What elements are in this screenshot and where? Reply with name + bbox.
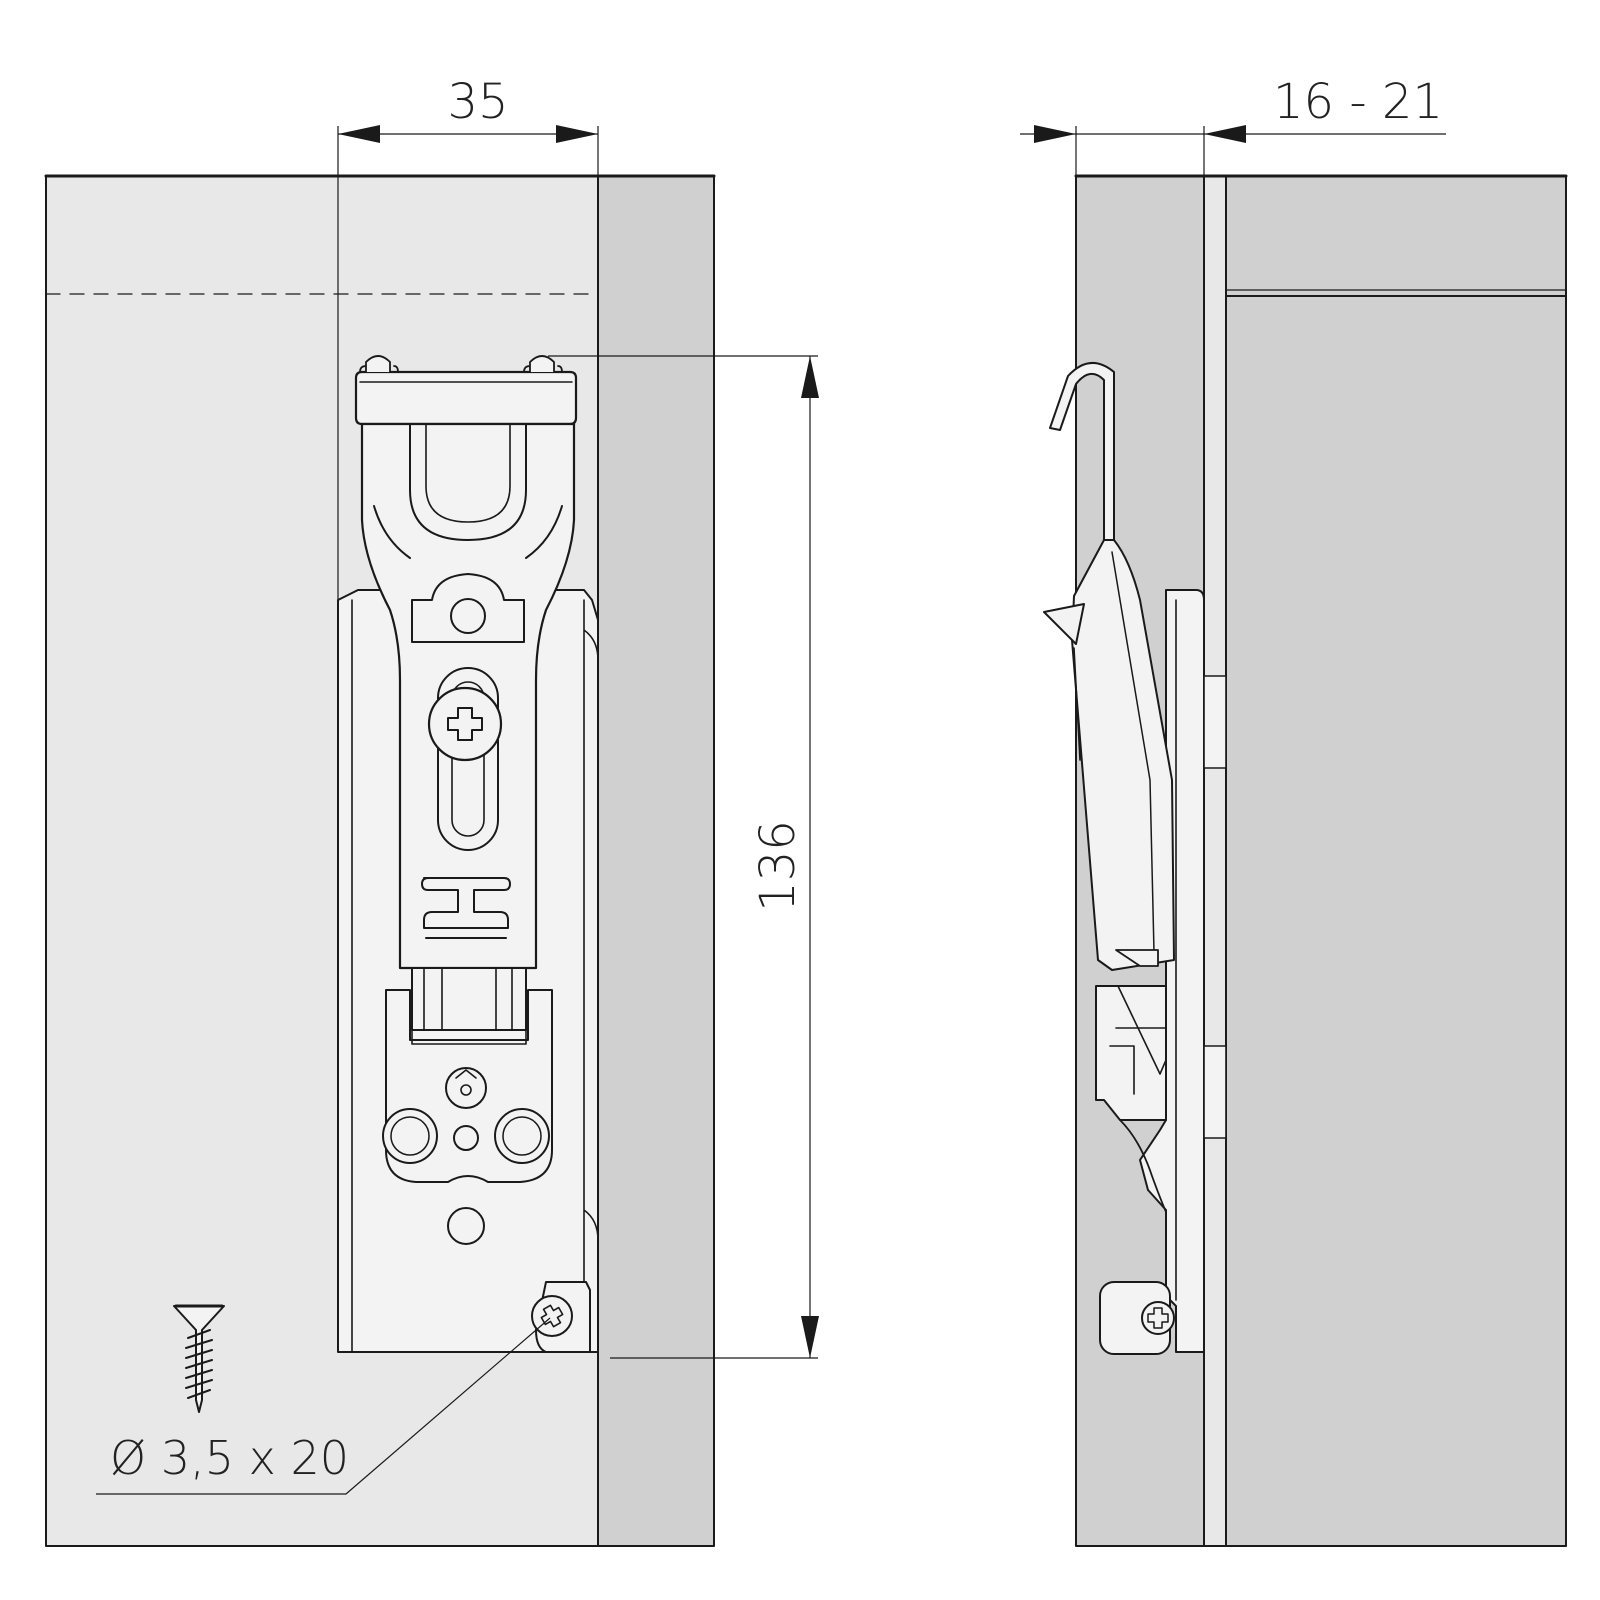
side-dimensions <box>1020 125 1446 176</box>
dim-35-label: 35 <box>447 74 508 130</box>
base-plate-side-rail <box>351 599 599 1353</box>
side-view <box>1043 174 1568 1547</box>
side-latch-line <box>1073 647 1081 761</box>
spring-block-lines <box>411 967 527 1045</box>
clip-top-block <box>354 370 578 426</box>
phillips-screw-bottom-icon <box>531 1295 573 1337</box>
lever-slot-left <box>373 505 411 559</box>
dim-range-label: 16 - 21 <box>1273 74 1443 130</box>
dim-35-arrow-left <box>338 125 380 143</box>
clip-knob-right <box>523 355 563 373</box>
dim-35-arrow-right <box>556 125 598 143</box>
housing-hole-right-inner <box>502 1116 542 1156</box>
dim-range-arrow-right <box>1204 125 1246 143</box>
lever-u-cutout <box>409 423 527 541</box>
countersunk-screw-icon <box>173 1304 225 1413</box>
phillips-screw-center-icon <box>427 686 503 762</box>
h-stop <box>421 877 511 929</box>
housing-hole-left-inner <box>390 1116 430 1156</box>
front-panel-edge <box>597 175 715 1547</box>
phillips-screw-side-icon <box>1141 1301 1175 1335</box>
side-spacer-top <box>1203 675 1227 769</box>
front-view <box>44 174 716 1547</box>
side-panel-back <box>1225 175 1567 1547</box>
housing-small-screw-center <box>460 1084 472 1096</box>
side-panel-gap <box>1203 175 1227 1547</box>
clip-knob-left <box>359 355 399 373</box>
slider-hole <box>450 598 486 634</box>
side-stop-bracket <box>1115 949 1159 967</box>
screw-leader-line <box>96 1317 551 1495</box>
front-dimensions <box>96 125 819 1495</box>
side-latch-wedge <box>1043 603 1085 645</box>
housing-hole-middle <box>453 1125 479 1151</box>
dim-136-arrow-top <box>801 356 819 398</box>
base-plate-hole <box>447 1207 485 1245</box>
side-mount-plate <box>1139 589 1205 1353</box>
housing-small-screw-slot <box>455 1069 477 1079</box>
lever-slot-right <box>525 505 563 559</box>
spring-block <box>411 967 527 1031</box>
side-lower-detail <box>1109 985 1167 1095</box>
lever-u-cutout-inner <box>425 423 511 523</box>
dim-136-arrow-bottom <box>801 1316 819 1358</box>
side-lower-curve <box>1119 1119 1167 1213</box>
side-lower-mechanism <box>1095 985 1167 1121</box>
side-lever-arm <box>1071 539 1175 971</box>
dim-136-label: 136 <box>750 820 806 912</box>
side-spacer-bottom <box>1203 1045 1227 1139</box>
side-lever-arm-edge <box>1111 551 1155 953</box>
screw-spec-label: Ø 3,5 x 20 <box>110 1431 349 1485</box>
dim-range-arrow-left <box>1034 125 1076 143</box>
